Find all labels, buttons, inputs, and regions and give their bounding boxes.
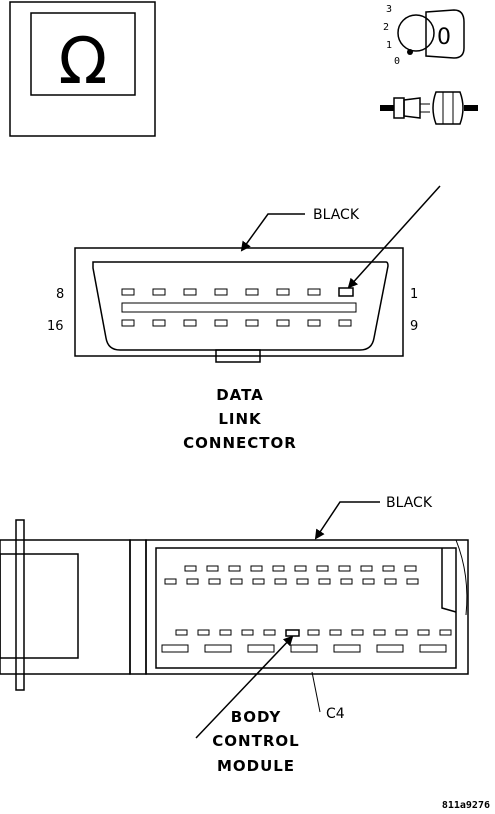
dlc-title-line-3: CONNECTOR: [183, 434, 297, 452]
bcm-title-line-2: CONTROL: [212, 732, 299, 750]
bcm-pins-row-4: [161, 644, 447, 653]
ignition-key-icon: 3 2 1 0 0: [383, 4, 465, 67]
dlc-color-label: BLACK: [313, 207, 360, 223]
bcm-pins-row-2: [164, 578, 419, 585]
figure-id: 811a9276: [442, 800, 490, 811]
bcm-title-line-1: BODY: [231, 708, 282, 726]
dlc-pins-bottom-row: [121, 319, 352, 327]
bcm-title-line-3: MODULE: [217, 757, 295, 775]
dlc-pin-8-label: 8: [56, 287, 64, 302]
dlc-pins-top-row: [121, 287, 354, 297]
ohm-symbol: Ω: [59, 25, 108, 99]
dlc-title-line-2: LINK: [218, 410, 262, 428]
bcm-pins-row-1: [184, 565, 417, 572]
dlc-pin-9-label: 9: [410, 319, 418, 334]
dlc-title-line-1: DATA: [216, 386, 264, 404]
ohmmeter-icon: Ω: [9, 1, 156, 137]
ignition-position-3: 3: [386, 4, 392, 15]
data-link-connector: 8 16 1 9 BLACK DATA LINK CONNECTOR: [47, 185, 441, 452]
ignition-position-1: 1: [386, 40, 392, 51]
bcm-pins-row-3: [175, 629, 452, 637]
dlc-pin-16-label: 16: [47, 319, 64, 334]
ignition-key-label: 0: [437, 25, 451, 50]
bcm-connector-label: C4: [326, 706, 345, 722]
dlc-pin-1-label: 1: [410, 287, 418, 302]
ignition-position-0: 0: [394, 56, 400, 67]
ignition-position-2: 2: [383, 22, 389, 33]
body-control-module-connector: BLACK C4 BODY CONTROL MODULE: [0, 495, 469, 775]
bcm-color-label: BLACK: [386, 495, 433, 511]
connector-disconnect-icon: [380, 91, 478, 125]
